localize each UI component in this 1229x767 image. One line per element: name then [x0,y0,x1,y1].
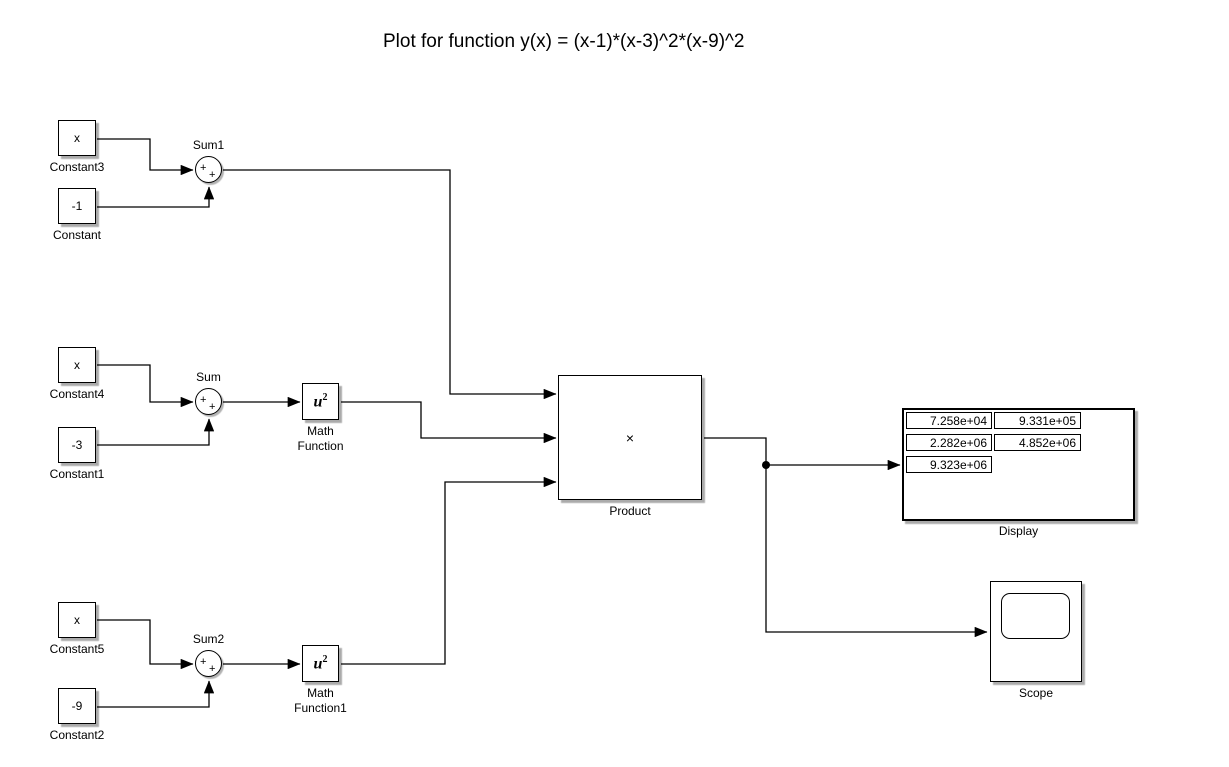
constant5-label: Constant5 [49,642,105,656]
display-block[interactable]: 7.258e+04 9.331e+05 2.282e+06 4.852e+06 … [902,408,1135,538]
wire-math-function1-to-product[interactable] [341,476,557,665]
math-function-label: Math Function [297,424,344,453]
sum-plus-sign: + [209,401,216,413]
constant1-label: Constant1 [49,467,105,481]
wire-product-to-scope[interactable] [704,437,988,638]
constant2-block[interactable]: -9 Constant2 [50,688,104,742]
constant1-block[interactable]: -3 Constant1 [50,427,104,481]
display-label: Display [998,524,1039,538]
constant-value: -1 [71,199,83,213]
display-value-cell: 2.282e+06 [906,434,992,451]
wire-constant4-to-sum[interactable] [97,364,194,408]
scope-label: Scope [1018,686,1054,700]
product-block[interactable]: × Product [558,375,702,518]
wire-constant5-to-sum2[interactable] [97,619,194,670]
display-value-cell: 7.258e+04 [906,412,992,429]
wire-math-function-to-product[interactable] [341,401,557,444]
sum-label: Sum [196,370,221,384]
u-squared-icon: u2 [313,653,328,673]
sum1-block[interactable]: + + Sum1 [193,138,224,183]
wire-sum1-to-product[interactable] [223,169,557,400]
math-function1-label: Math Function1 [294,686,347,715]
scope-block[interactable]: Scope [990,581,1082,700]
diagram-title: Plot for function y(x) = (x-1)*(x-3)^2*(… [383,31,745,52]
constant5-block[interactable]: x Constant5 [50,602,104,656]
product-label: Product [609,504,651,518]
wire-constant1-to-sum[interactable] [97,418,215,446]
constant3-label: Constant3 [49,160,105,174]
constant-label: Constant [52,228,102,242]
constant5-value: x [74,613,80,627]
constant3-block[interactable]: x Constant3 [50,120,104,174]
sum1-plus-sign: + [200,162,207,174]
math-function-block[interactable]: u2 Math Function [297,383,344,453]
sum-block[interactable]: + + Sum [195,370,222,415]
sum2-plus-sign: + [209,663,216,675]
multiply-icon: × [625,429,635,446]
sum1-label: Sum1 [192,138,225,152]
u-squared-icon: u2 [313,391,328,411]
constant2-value: -9 [71,699,83,713]
constant-block[interactable]: -1 Constant [53,188,101,242]
math-function1-block[interactable]: u2 Math Function1 [294,645,347,715]
wire-constant2-to-sum2[interactable] [97,680,215,708]
display-value-cell: 9.331e+05 [994,412,1081,429]
display-value-cell: 9.323e+06 [906,456,992,473]
sum1-plus-sign: + [209,169,216,181]
wire-constant3-to-sum1[interactable] [97,138,194,176]
constant4-block[interactable]: x Constant4 [50,347,104,401]
scope-screen-icon [1001,593,1070,639]
sum2-plus-sign: + [200,656,207,668]
constant4-label: Constant4 [49,387,105,401]
junction-dot [762,461,770,469]
constant4-value: x [74,358,80,372]
sum2-label: Sum2 [192,632,225,646]
wire-constant-to-sum1[interactable] [97,186,215,208]
constant1-value: -3 [71,438,83,452]
display-value-cell: 4.852e+06 [994,434,1081,451]
sum2-block[interactable]: + + Sum2 [193,632,224,677]
sum-plus-sign: + [200,394,207,406]
constant3-value: x [74,131,80,145]
constant2-label: Constant2 [49,728,105,742]
